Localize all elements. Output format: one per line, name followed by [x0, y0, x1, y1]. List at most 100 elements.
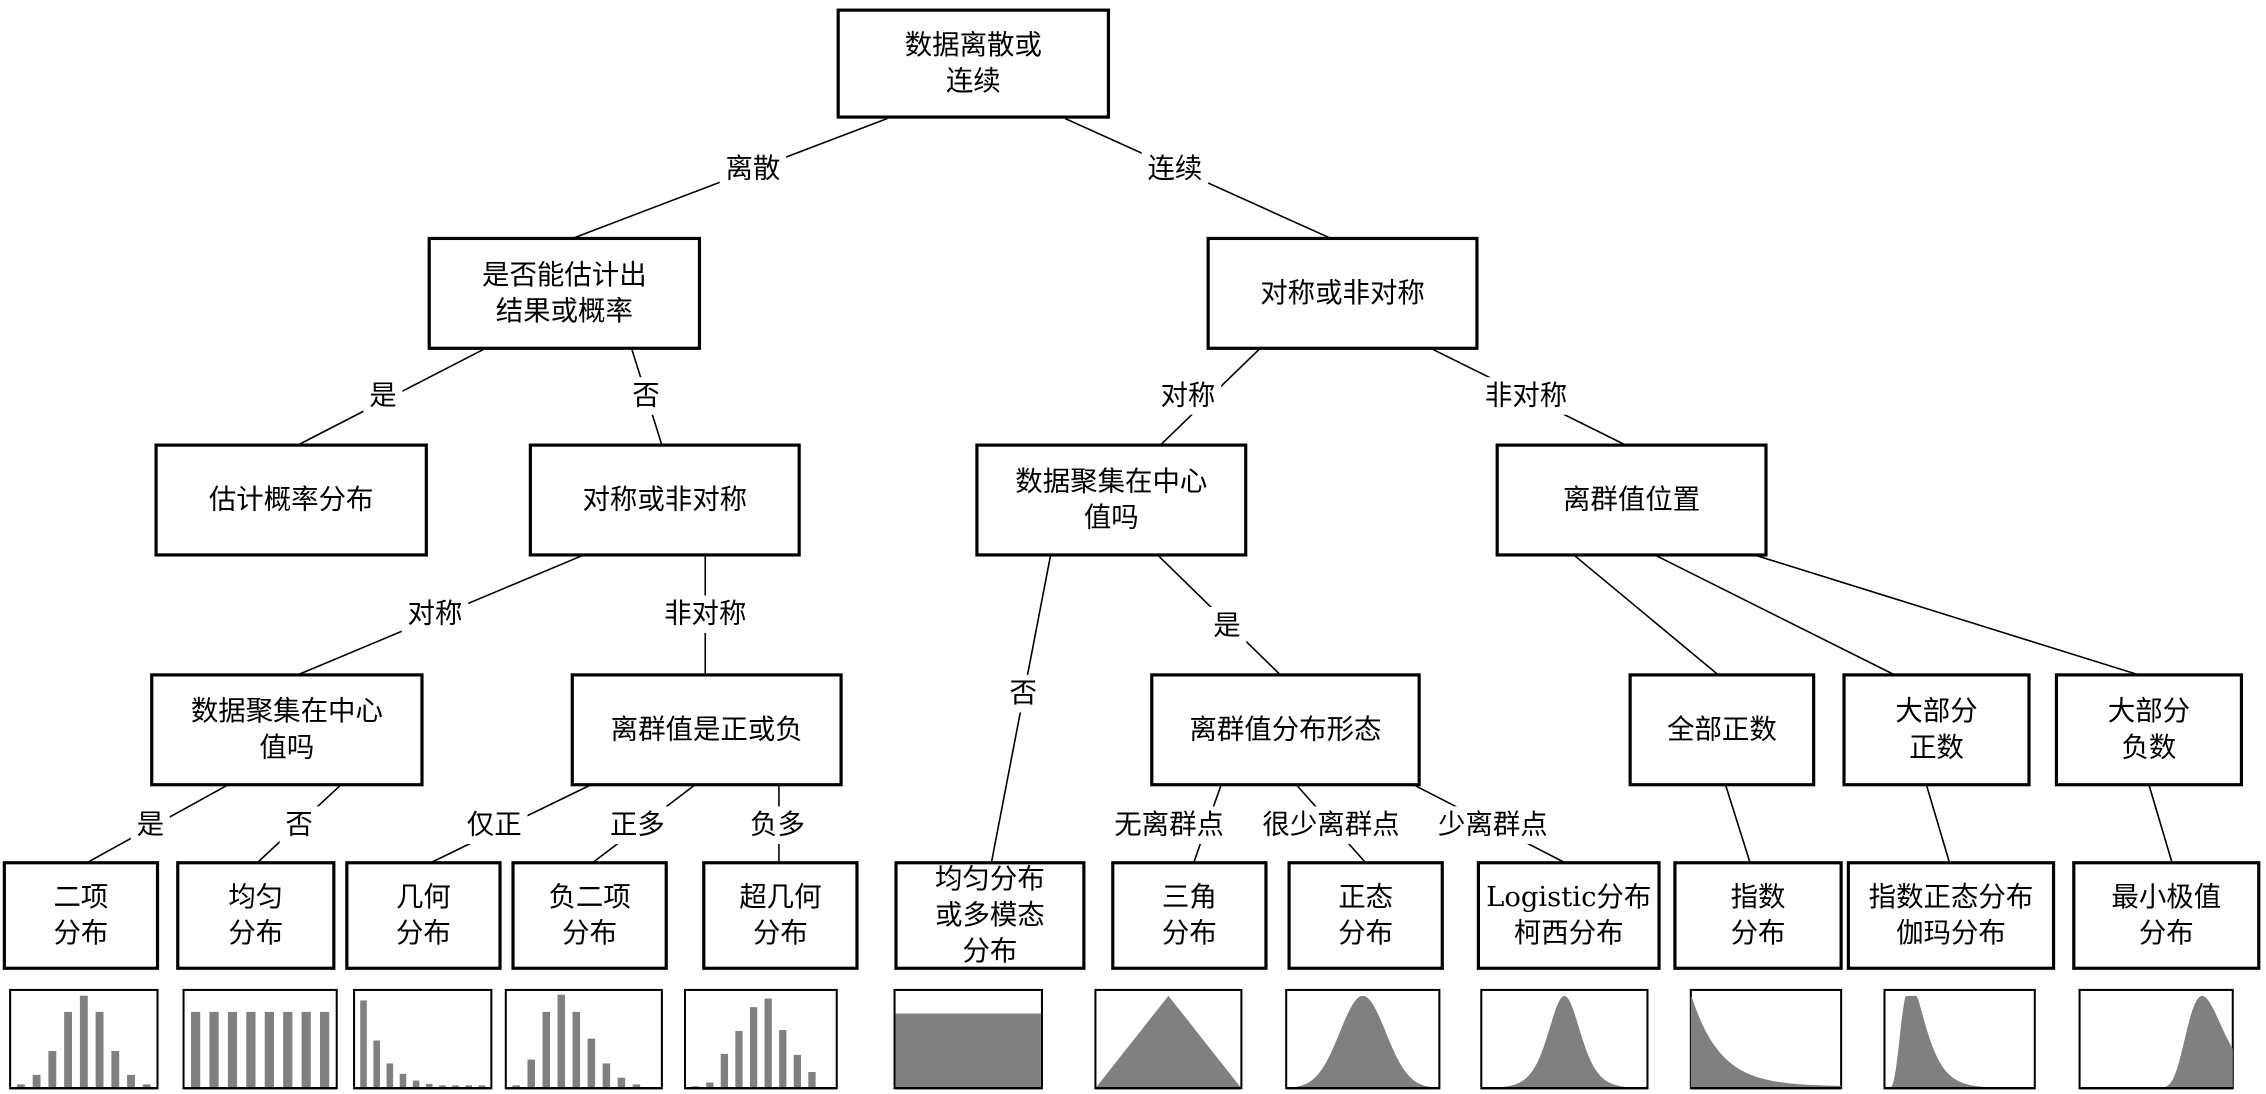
- edge-label-background: [1003, 674, 1043, 713]
- node-label: 值吗: [1084, 503, 1139, 534]
- node-uniform_d: 均匀分布: [176, 861, 336, 970]
- edge-label-sym1: 对称: [1160, 380, 1215, 411]
- histogram-bar: [373, 1040, 380, 1089]
- edge-label-no3: 否: [1009, 678, 1036, 709]
- node-label: 值吗: [259, 732, 314, 763]
- histogram-bar: [95, 1011, 104, 1089]
- node-label: 三角: [1162, 882, 1217, 913]
- edge-line: [1754, 554, 2140, 676]
- node-box: [528, 443, 801, 557]
- histogram-bar: [720, 1053, 729, 1089]
- node-label: 负二项: [548, 882, 630, 913]
- edge-label-discrete: 离散: [725, 154, 780, 185]
- node-label: 最小极值: [2111, 882, 2221, 913]
- histogram-bar: [32, 1074, 41, 1089]
- histogram-bar: [264, 1011, 274, 1089]
- node-box: [1628, 673, 1816, 787]
- node-label: 离群值位置: [1563, 485, 1700, 516]
- edge-label-background: [626, 377, 666, 415]
- histogram-bar: [127, 1074, 135, 1089]
- node-label: 连续: [946, 66, 1001, 97]
- histogram-bar: [227, 1011, 238, 1089]
- node-outlier_pos: 离群值位置: [1495, 443, 1768, 557]
- histogram-bar: [386, 1063, 394, 1089]
- node-box: [570, 673, 843, 787]
- thumbnail-frame: [182, 988, 338, 1090]
- thumbnail-minextreme: [2078, 988, 2234, 1090]
- histogram-bar: [425, 1083, 433, 1089]
- node-label: 数据离散或: [905, 30, 1042, 61]
- histogram-bar: [412, 1080, 420, 1089]
- histogram-bar: [542, 1011, 551, 1089]
- node-label: 分布: [396, 918, 451, 949]
- thumbnail-hypergeom: [683, 988, 838, 1090]
- node-outlier_shape: 离群值分布形态: [1150, 673, 1421, 787]
- histogram-bar: [764, 998, 772, 1089]
- edge-label-background: [719, 150, 787, 188]
- histogram-bar: [735, 1030, 743, 1089]
- thumbnail-frame: [683, 988, 838, 1090]
- node-box: [1287, 861, 1444, 970]
- edge-label-background: [604, 806, 671, 844]
- node-box: [1150, 673, 1421, 787]
- node-label: 是否能估计出: [482, 260, 647, 291]
- lognormal-density-area: [1884, 995, 2035, 1089]
- histogram-bar: [16, 1084, 25, 1089]
- edge-label-background: [461, 806, 528, 844]
- node-box: [345, 861, 502, 970]
- histogram-bar: [79, 995, 88, 1089]
- node-box: [1476, 861, 1661, 970]
- node-label: 分布: [562, 918, 617, 949]
- node-label: 对称或非对称: [582, 485, 747, 516]
- histogram-bar: [320, 1011, 330, 1089]
- node-box: [836, 8, 1111, 119]
- node-box: [150, 673, 424, 787]
- uniform-density-area: [895, 1013, 1041, 1089]
- node-label: 伽玛分布: [1896, 918, 2006, 949]
- edge-label-background: [279, 806, 319, 844]
- edge-label-more_neg: 负多: [750, 810, 805, 841]
- histogram-bar: [779, 1030, 787, 1089]
- edge-label-few_outliers: 少离群点: [1438, 810, 1548, 841]
- exponential-density-area: [1690, 995, 1842, 1089]
- histogram-bar: [617, 1077, 626, 1089]
- edge-label-background: [363, 377, 403, 415]
- node-outlier_sign: 离群值是正或负: [570, 673, 843, 787]
- node-box: [2072, 861, 2261, 970]
- histogram-bar: [399, 1073, 407, 1089]
- edge-label-background: [130, 806, 170, 844]
- node-label: 分布: [228, 918, 283, 949]
- histogram-bar: [64, 1011, 73, 1089]
- node-label: 大部分: [1895, 696, 1977, 727]
- edge-label-background: [1108, 806, 1230, 844]
- node-label: 正态: [1338, 882, 1393, 913]
- minextreme-density-area: [2079, 995, 2233, 1089]
- thumbnail-normal: [1285, 988, 1441, 1090]
- edge-label-background: [744, 806, 811, 844]
- edge-line: [1724, 784, 1751, 864]
- thumbnail-geometric: [353, 988, 493, 1090]
- thumbnail-neg_binomial: [504, 988, 663, 1090]
- node-label: 分布: [2139, 918, 2194, 949]
- node-label: 均匀: [228, 882, 283, 913]
- node-box: [2054, 673, 2244, 787]
- node-label: 估计概率分布: [209, 485, 374, 516]
- node-label: 数据聚集在中心: [191, 696, 383, 727]
- node-label: 分布: [1338, 918, 1393, 949]
- edge-label-background: [1154, 377, 1222, 415]
- histogram-bar: [793, 1054, 802, 1089]
- node-box: [427, 236, 702, 350]
- node-label: 超几何: [739, 882, 821, 913]
- edge-label-background: [401, 595, 469, 633]
- histogram-bar: [465, 1085, 473, 1089]
- node-label: 对称或非对称: [1260, 278, 1425, 309]
